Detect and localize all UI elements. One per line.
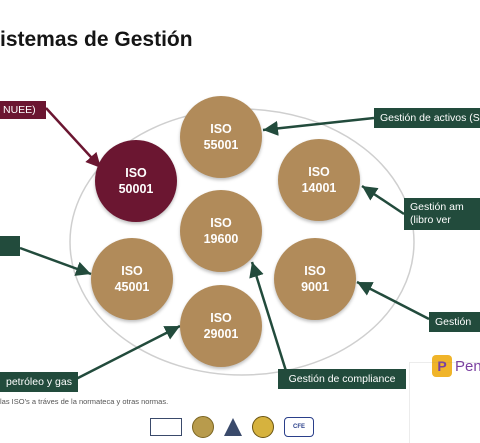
arrow-left-middle <box>19 246 92 276</box>
brand-mark-icon: P <box>432 355 452 377</box>
iso-50001-line1: ISO <box>125 166 147 180</box>
label-petroleo-text: petróleo y gas <box>6 375 72 388</box>
cfe-logo-icon: CFE <box>284 417 314 437</box>
arrow-petroleo <box>75 324 181 381</box>
institution-logo-1-icon <box>150 418 182 436</box>
label-ambiental-line2: (libro ver <box>410 214 451 226</box>
iso-29001-line2: 29001 <box>203 327 239 341</box>
iso-29001-line1: ISO <box>210 311 232 325</box>
label-left-middle <box>0 236 20 256</box>
label-ambiental-line1: Gestión am <box>410 201 464 213</box>
institution-logo-2-icon <box>192 416 214 438</box>
iso-19600-line2: 19600 <box>203 232 239 246</box>
iso-50001-line2: 50001 <box>118 182 154 196</box>
institution-logos: CFE <box>150 416 314 438</box>
background-decoration <box>409 362 480 443</box>
arrow-calidad <box>356 280 430 321</box>
arrow-conuee <box>45 107 102 169</box>
label-petroleo: petróleo y gas <box>0 372 78 392</box>
label-conuee: NUEE) <box>0 101 46 119</box>
footer-note: las ISO's a tráves de la normateca y otr… <box>0 397 169 406</box>
iso-50001-circle: ISO 50001 <box>95 140 177 222</box>
iso-55001-line2: 55001 <box>203 138 239 152</box>
arrow-ambiental <box>361 184 405 216</box>
label-compliance-text: Gestión de compliance <box>288 372 396 385</box>
brand-logo: P Pen <box>432 355 480 377</box>
label-calidad-text: Gestión <box>435 315 472 328</box>
label-activos: Gestión de activos (S <box>374 108 480 128</box>
label-compliance: Gestión de compliance <box>278 369 406 389</box>
iso-9001-circle: ISO 9001 <box>274 238 356 320</box>
arrow-activos <box>262 116 375 136</box>
label-ambiental: Gestión am (libro ver <box>404 198 480 230</box>
iso-9001-line1: ISO <box>304 264 326 278</box>
brand-text: Pen <box>455 357 480 375</box>
label-activos-text: Gestión de activos (S <box>380 111 480 124</box>
iso-45001-line2: 45001 <box>114 280 150 294</box>
institution-logo-3-icon <box>224 418 242 436</box>
arrow-compliance <box>249 261 288 372</box>
institution-logo-4-icon <box>252 416 274 438</box>
label-calidad: Gestión <box>429 312 480 332</box>
iso-19600-circle: ISO 19600 <box>180 190 262 272</box>
label-conuee-text: NUEE) <box>3 103 36 116</box>
iso-55001-line1: ISO <box>210 122 232 136</box>
iso-29001-circle: ISO 29001 <box>180 285 262 367</box>
iso-9001-line2: 9001 <box>301 280 329 294</box>
iso-45001-circle: ISO 45001 <box>91 238 173 320</box>
iso-14001-line2: 14001 <box>301 181 337 195</box>
iso-14001-circle: ISO 14001 <box>278 139 360 221</box>
iso-45001-line1: ISO <box>121 264 143 278</box>
page-title: istemas de Gestión <box>0 28 193 51</box>
iso-14001-line1: ISO <box>308 165 330 179</box>
iso-55001-circle: ISO 55001 <box>180 96 262 178</box>
iso-19600-line1: ISO <box>210 216 232 230</box>
